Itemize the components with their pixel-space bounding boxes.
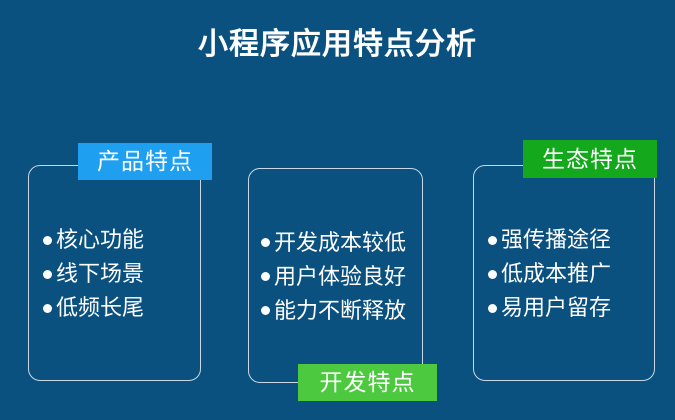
page-title: 小程序应用特点分析 <box>198 28 477 61</box>
list-item-label: 能力不断释放 <box>274 297 407 323</box>
list-item-label: 开发成本较低 <box>274 229 407 255</box>
bullet-list-ecosystem: 强传播途径 低成本推广 易用户留存 <box>474 166 654 382</box>
bullet-dot-icon <box>43 269 52 279</box>
list-item-label: 低频长尾 <box>56 295 145 320</box>
bullet-dot-icon <box>43 235 52 245</box>
list-item: 强传播途径 <box>488 223 654 257</box>
bullet-list-product: 核心功能 线下场景 低频长尾 <box>29 166 200 382</box>
card-ecosystem-features: 强传播途径 低成本推广 易用户留存 <box>473 165 655 381</box>
list-item-label: 强传播途径 <box>501 227 612 252</box>
list-item: 易用户留存 <box>488 291 654 325</box>
list-item: 能力不断释放 <box>261 294 422 328</box>
badge-product-features: 产品特点 <box>78 143 212 180</box>
bullet-dot-icon <box>488 235 497 245</box>
list-item: 用户体验良好 <box>261 260 422 294</box>
list-item: 低成本推广 <box>488 257 654 291</box>
list-item-label: 易用户留存 <box>501 295 612 320</box>
bullet-dot-icon <box>261 306 270 315</box>
list-item-label: 低成本推广 <box>501 261 612 286</box>
bullet-dot-icon <box>261 238 270 247</box>
list-item: 开发成本较低 <box>261 226 422 260</box>
bullet-dot-icon <box>488 269 497 279</box>
list-item: 低频长尾 <box>43 291 200 325</box>
list-item-label: 线下场景 <box>56 261 145 286</box>
bullet-dot-icon <box>261 272 270 281</box>
list-item: 核心功能 <box>43 223 200 257</box>
bullet-dot-icon <box>43 303 52 313</box>
card-development-features: 开发成本较低 用户体验良好 能力不断释放 <box>248 168 423 383</box>
card-product-features: 核心功能 线下场景 低频长尾 <box>28 165 201 381</box>
bullet-dot-icon <box>488 303 497 313</box>
bullet-list-development: 开发成本较低 用户体验良好 能力不断释放 <box>249 169 422 384</box>
list-item-label: 用户体验良好 <box>274 263 407 289</box>
badge-development-features: 开发特点 <box>298 364 437 401</box>
badge-ecosystem-features: 生态特点 <box>523 140 657 178</box>
list-item-label: 核心功能 <box>56 227 145 252</box>
list-item: 线下场景 <box>43 257 200 291</box>
